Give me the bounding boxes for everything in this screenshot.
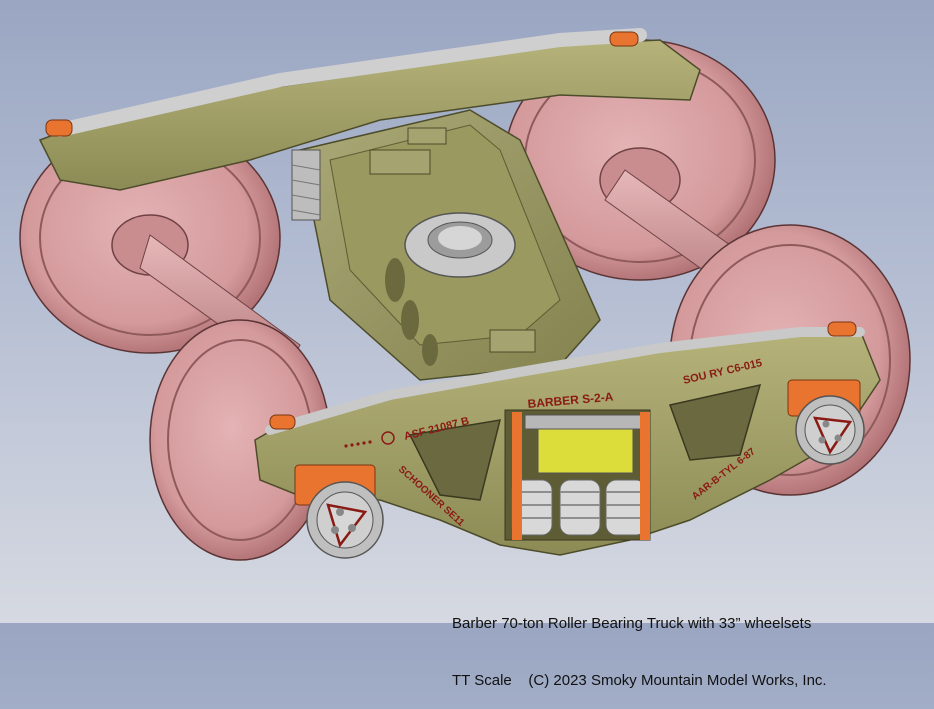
rear-sideframe (38, 28, 701, 191)
truck-render: BARBER S-2-A ASF 21087 B SOU RY C6-015 A… (19, 28, 911, 561)
left-bearing (294, 464, 384, 559)
bolster (291, 109, 601, 381)
image-caption: Barber 70-ton Roller Bearing Truck with … (452, 576, 922, 709)
caption-line-2: TT Scale (C) 2023 Smoky Mountain Model W… (452, 672, 827, 689)
friction-wedge (537, 424, 634, 474)
right-frame-opening (669, 383, 762, 461)
rear-spring-nest (291, 149, 321, 221)
front-sideframe: BARBER S-2-A ASF 21087 B SOU RY C6-015 A… (254, 321, 881, 559)
spring-window (504, 409, 651, 541)
caption-line-1: Barber 70-ton Roller Bearing Truck with … (452, 615, 812, 632)
springs (511, 479, 647, 536)
left-frame-opening (408, 419, 502, 501)
right-bearing (787, 379, 865, 465)
